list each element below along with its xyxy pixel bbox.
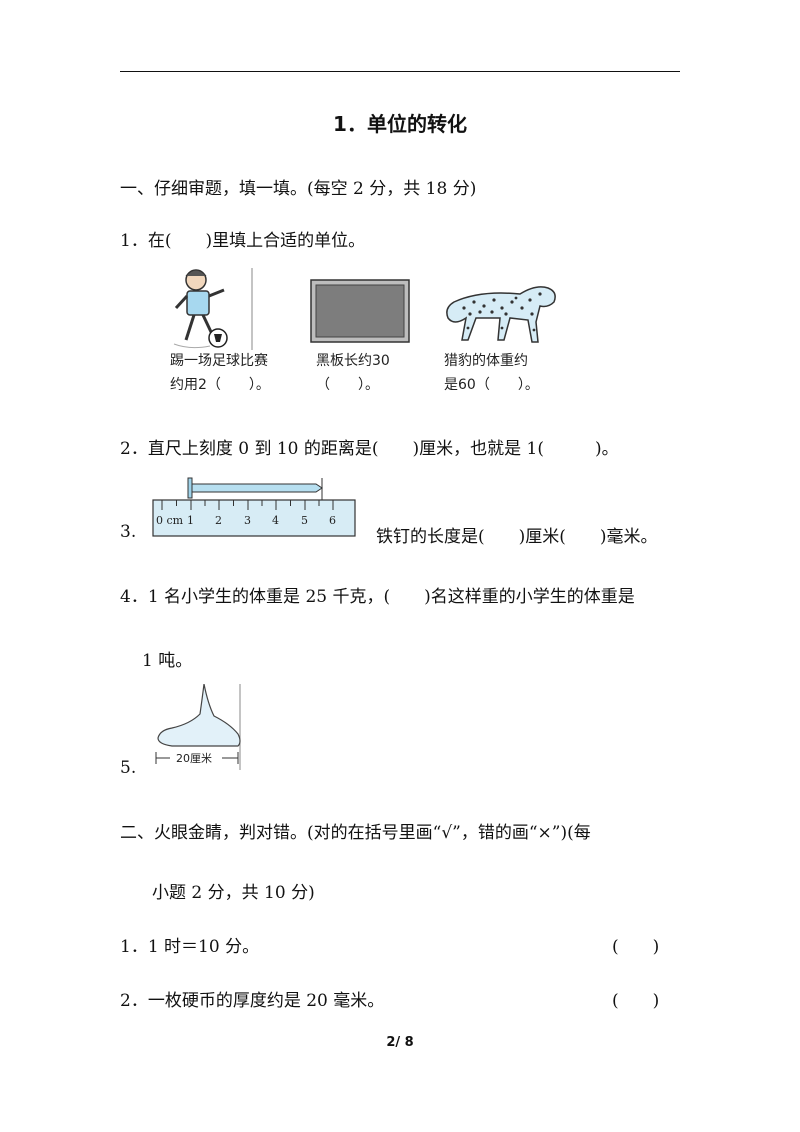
question-4-line2: 1 吨。: [142, 651, 193, 671]
page-title: 1．单位的转化: [333, 112, 467, 136]
q1-caption-3-line1: 猎豹的体重约: [444, 353, 528, 369]
header-rule: [120, 71, 680, 72]
blackboard-icon: [310, 279, 410, 343]
question-3-text: 铁钉的长度是( )厘米( )毫米。: [376, 527, 658, 547]
ruler-tick-label: 3: [244, 514, 251, 527]
section2-heading-line1: 二、火眼金睛，判对错。(对的在括号里画“√”，错的画“×”)(每: [120, 823, 591, 843]
foot-icon: 20厘米: [152, 684, 248, 770]
section2-heading-line2: 小题 2 分，共 10 分): [152, 883, 315, 903]
q1-caption-2-line2: （ ）。: [316, 377, 379, 393]
foot-length-label: 20厘米: [176, 752, 212, 765]
question-4-line1: 4．1 名小学生的体重是 25 千克，( )名这样重的小学生的体重是: [120, 587, 635, 607]
section1-heading: 一、仔细审题，填一填。(每空 2 分，共 18 分): [120, 179, 477, 199]
q1-caption-2-line1: 黑板长约30: [316, 353, 390, 369]
ruler-tick-label: 1: [187, 514, 194, 527]
boy-kicking-football-icon: [160, 264, 260, 352]
ruler-tick-label: 5: [301, 514, 308, 527]
question-3-number: 3.: [120, 522, 137, 542]
question-2-text: 2．直尺上刻度 0 到 10 的距离是( )厘米，也就是 1( )。: [120, 439, 619, 459]
question-5-number: 5.: [120, 758, 137, 778]
judge-item-1-text: 1．1 时＝10 分。: [120, 937, 260, 957]
judge-item-2-text: 2．一枚硬币的厚度约是 20 毫米。: [120, 991, 385, 1011]
ruler-tick-label: 6: [329, 514, 336, 527]
q1-caption-1-line1: 踢一场足球比赛: [170, 353, 268, 369]
q1-caption-1-line2: 约用2（ ）。: [170, 377, 270, 393]
judge-item-2-answer-blank[interactable]: ( ): [612, 991, 660, 1011]
ruler-tick-label: 4: [272, 514, 279, 527]
cheetah-icon: [440, 278, 562, 348]
page-number: 2/ 8: [386, 1035, 414, 1050]
q1-caption-3-line2: 是60（ ）。: [444, 377, 539, 393]
question-1-text: 1．在( )里填上合适的单位。: [120, 231, 366, 251]
ruler-with-nail-icon: 0 cm 1 2 3 4 5 6: [152, 474, 358, 540]
judge-item-1-answer-blank[interactable]: ( ): [612, 937, 660, 957]
ruler-tick-label: 2: [215, 514, 222, 527]
ruler-tick-label: 0 cm: [156, 514, 184, 527]
